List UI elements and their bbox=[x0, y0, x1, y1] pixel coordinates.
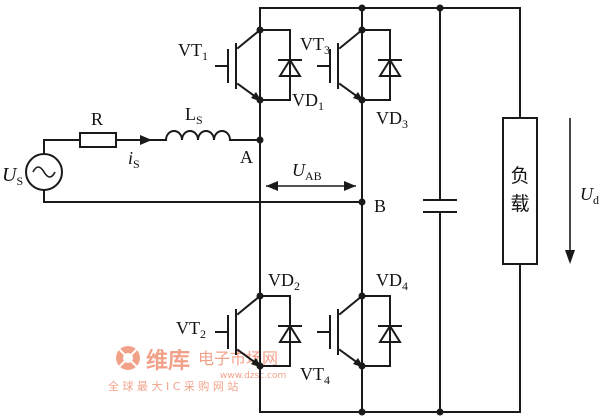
watermark-url: www.dzsc.com bbox=[220, 371, 286, 381]
switch-vt2 bbox=[215, 292, 302, 370]
node-a-label: A bbox=[240, 147, 253, 167]
ud-arrow-icon bbox=[565, 118, 575, 264]
us-label: US bbox=[2, 164, 23, 188]
diode-vd1-icon bbox=[259, 29, 302, 101]
uab-label: UAB bbox=[292, 160, 322, 183]
load-label-1: 负 bbox=[510, 165, 529, 187]
switch-vt4 bbox=[317, 292, 402, 370]
watermark-brand: 维库 bbox=[146, 348, 190, 374]
resistor-r bbox=[79, 132, 117, 148]
vd3-label: VD3 bbox=[376, 108, 408, 131]
uab-arrow-icon bbox=[266, 181, 356, 191]
vt1-label: VT1 bbox=[178, 40, 208, 63]
rail-junctions bbox=[358, 4, 444, 416]
igbt-vt3-icon bbox=[317, 28, 364, 102]
vd2-label: VD2 bbox=[268, 270, 300, 293]
vd4-label: VD4 bbox=[376, 270, 408, 293]
diode-vd2-icon bbox=[259, 295, 302, 367]
node-b bbox=[358, 198, 366, 206]
ud-label: Ud bbox=[580, 184, 599, 207]
r-label: R bbox=[91, 109, 103, 129]
switch-vt3 bbox=[317, 26, 402, 104]
load-label-2: 载 bbox=[510, 193, 529, 215]
is-label: iS bbox=[128, 148, 140, 171]
vt4-label: VT4 bbox=[300, 364, 330, 387]
watermark-tagline: 全 球 最 大 I C 采 购 网 站 bbox=[108, 379, 238, 393]
vt2-label: VT2 bbox=[176, 318, 206, 341]
diode-vd4-icon bbox=[361, 295, 402, 367]
vt3-label: VT3 bbox=[300, 34, 330, 57]
is-arrow-icon bbox=[140, 135, 152, 145]
dc-link-capacitor bbox=[423, 7, 457, 413]
load-block bbox=[502, 7, 538, 413]
igbt-vt1-icon bbox=[215, 28, 262, 102]
igbt-vt4-icon bbox=[317, 294, 364, 368]
switch-vt1 bbox=[215, 26, 302, 104]
watermark-logo-icon bbox=[116, 346, 140, 370]
vd1-label: VD1 bbox=[292, 90, 324, 113]
diode-vd3-icon bbox=[361, 29, 402, 101]
ac-source bbox=[25, 139, 63, 203]
inductor-ls bbox=[164, 130, 233, 142]
node-a bbox=[256, 136, 264, 144]
node-b-label: B bbox=[374, 196, 386, 216]
ls-label: LS bbox=[185, 104, 203, 127]
